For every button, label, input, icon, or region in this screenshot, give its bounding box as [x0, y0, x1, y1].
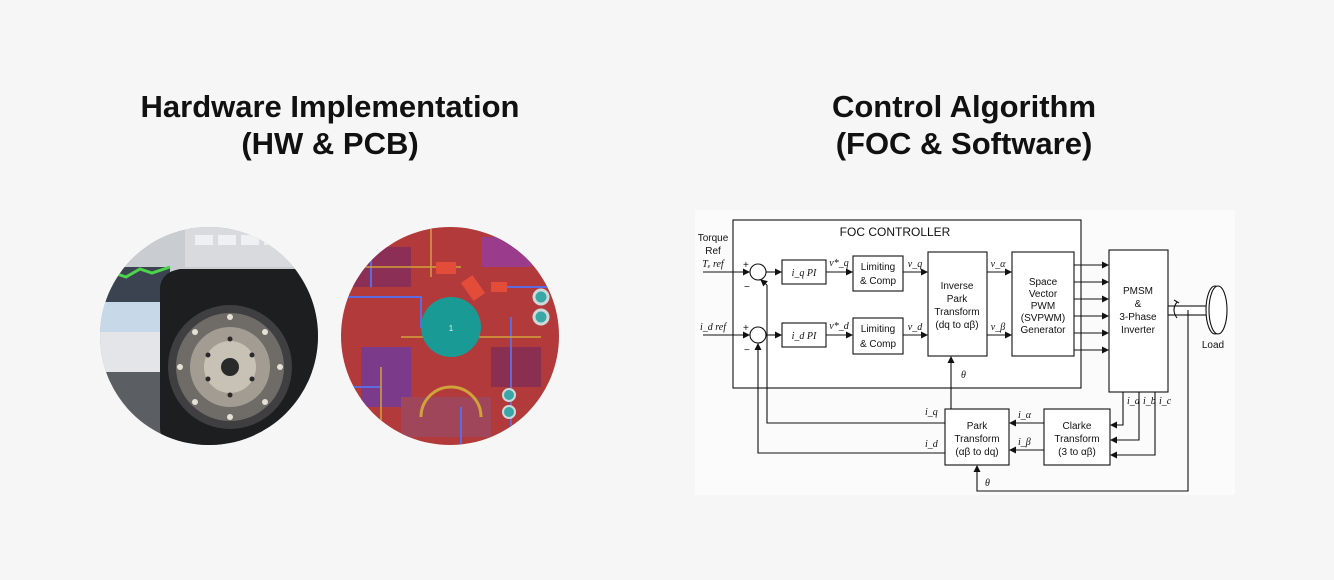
pmsm-label-3: 3-Phase: [1119, 312, 1157, 323]
theta-label-feedback: θ: [985, 478, 990, 489]
inverse-park-label-3: Transform: [934, 307, 979, 318]
vq-label: v_q: [908, 259, 922, 270]
pmsm-label-2: &: [1135, 299, 1142, 310]
q-limiting-label-2: & Comp: [860, 276, 897, 287]
svpwm-label-5: Generator: [1020, 325, 1066, 336]
clarke-label-2: Transform: [1054, 434, 1099, 445]
control-heading-line1: Control Algorithm: [831, 89, 1097, 124]
iq-feedback-label: i_q: [925, 407, 938, 418]
torque-ref-symbol: Tₑ ref: [702, 259, 725, 270]
q-minus-sign: −: [744, 282, 750, 293]
hardware-heading-line2: (HW & PCB): [241, 126, 419, 161]
load-flywheel-face: [1208, 285, 1228, 335]
id-feedback-label: i_d: [925, 439, 939, 450]
clarke-transform-block: [1043, 408, 1111, 466]
vq-star-label: v*_q: [829, 258, 848, 269]
pcb-chip-label: 1: [449, 324, 454, 333]
iq-pi-block: [781, 259, 827, 285]
inverse-park-label-1: Inverse: [941, 281, 974, 292]
pcb-layout-photo: 1: [341, 227, 559, 445]
hardware-heading: Hardware Implementation (HW & PCB): [80, 88, 580, 162]
v-alpha-label: v_α: [991, 259, 1006, 270]
control-heading-line2: (FOC & Software): [835, 126, 1093, 161]
id-pi-label: i_d PI: [792, 331, 817, 342]
motor-hardware-photo: [100, 227, 318, 445]
svpwm-label-4: (SVPWM): [1021, 313, 1065, 324]
inverse-park-block: [927, 251, 988, 357]
i-beta-label: i_β: [1018, 437, 1031, 448]
v-beta-label: v_β: [991, 322, 1005, 333]
torque-ref-label-2: Ref: [705, 246, 721, 257]
hardware-heading-line1: Hardware Implementation: [140, 89, 520, 124]
foc-block-diagram: FOC CONTROLLER Torque Ref Tₑ ref i_d ref…: [695, 210, 1235, 495]
d-limiting-label-1: Limiting: [861, 324, 895, 335]
svpwm-label-2: Vector: [1029, 289, 1058, 300]
park-label-2: Transform: [954, 434, 999, 445]
i-alpha-label: i_α: [1018, 410, 1032, 421]
id-ref-symbol: i_d ref: [700, 322, 727, 333]
pmsm-inverter-block: [1108, 249, 1169, 393]
inverse-park-label-2: Park: [947, 294, 969, 305]
svpwm-label-3: PWM: [1031, 301, 1055, 312]
ib-label: i_b: [1143, 396, 1156, 407]
clarke-label-3: (3 to αβ): [1058, 447, 1096, 458]
ia-label: i_a: [1127, 396, 1140, 407]
q-limiting-label-1: Limiting: [861, 262, 895, 273]
d-minus-sign: −: [744, 345, 750, 356]
foc-controller-label: FOC CONTROLLER: [840, 225, 951, 239]
d-sum-junction: [749, 326, 767, 344]
pmsm-label-1: PMSM: [1123, 286, 1153, 297]
iq-pi-label: i_q PI: [792, 268, 817, 279]
svpwm-label-1: Space: [1029, 277, 1058, 288]
ic-label: i_c: [1159, 396, 1172, 407]
control-heading: Control Algorithm (FOC & Software): [714, 88, 1214, 162]
theta-label-inverse: θ: [961, 370, 966, 381]
park-transform-block: [944, 408, 1010, 466]
park-label-3: (αβ to dq): [955, 447, 998, 458]
load-label: Load: [1202, 340, 1224, 351]
clarke-label-1: Clarke: [1063, 421, 1092, 432]
svpwm-block: [1011, 251, 1075, 357]
vd-star-label: v*_d: [829, 321, 849, 332]
q-limiting-block: [852, 255, 904, 292]
vd-label: v_d: [908, 322, 923, 333]
q-plus-sign: +: [743, 260, 749, 271]
park-label-1: Park: [967, 421, 989, 432]
d-plus-sign: +: [743, 323, 749, 334]
q-sum-junction: [749, 263, 767, 281]
d-limiting-block: [852, 317, 904, 355]
torque-ref-label-1: Torque: [698, 233, 729, 244]
inverse-park-label-4: (dq to αβ): [935, 320, 978, 331]
pmsm-label-4: Inverter: [1121, 325, 1156, 336]
d-limiting-label-2: & Comp: [860, 339, 897, 350]
